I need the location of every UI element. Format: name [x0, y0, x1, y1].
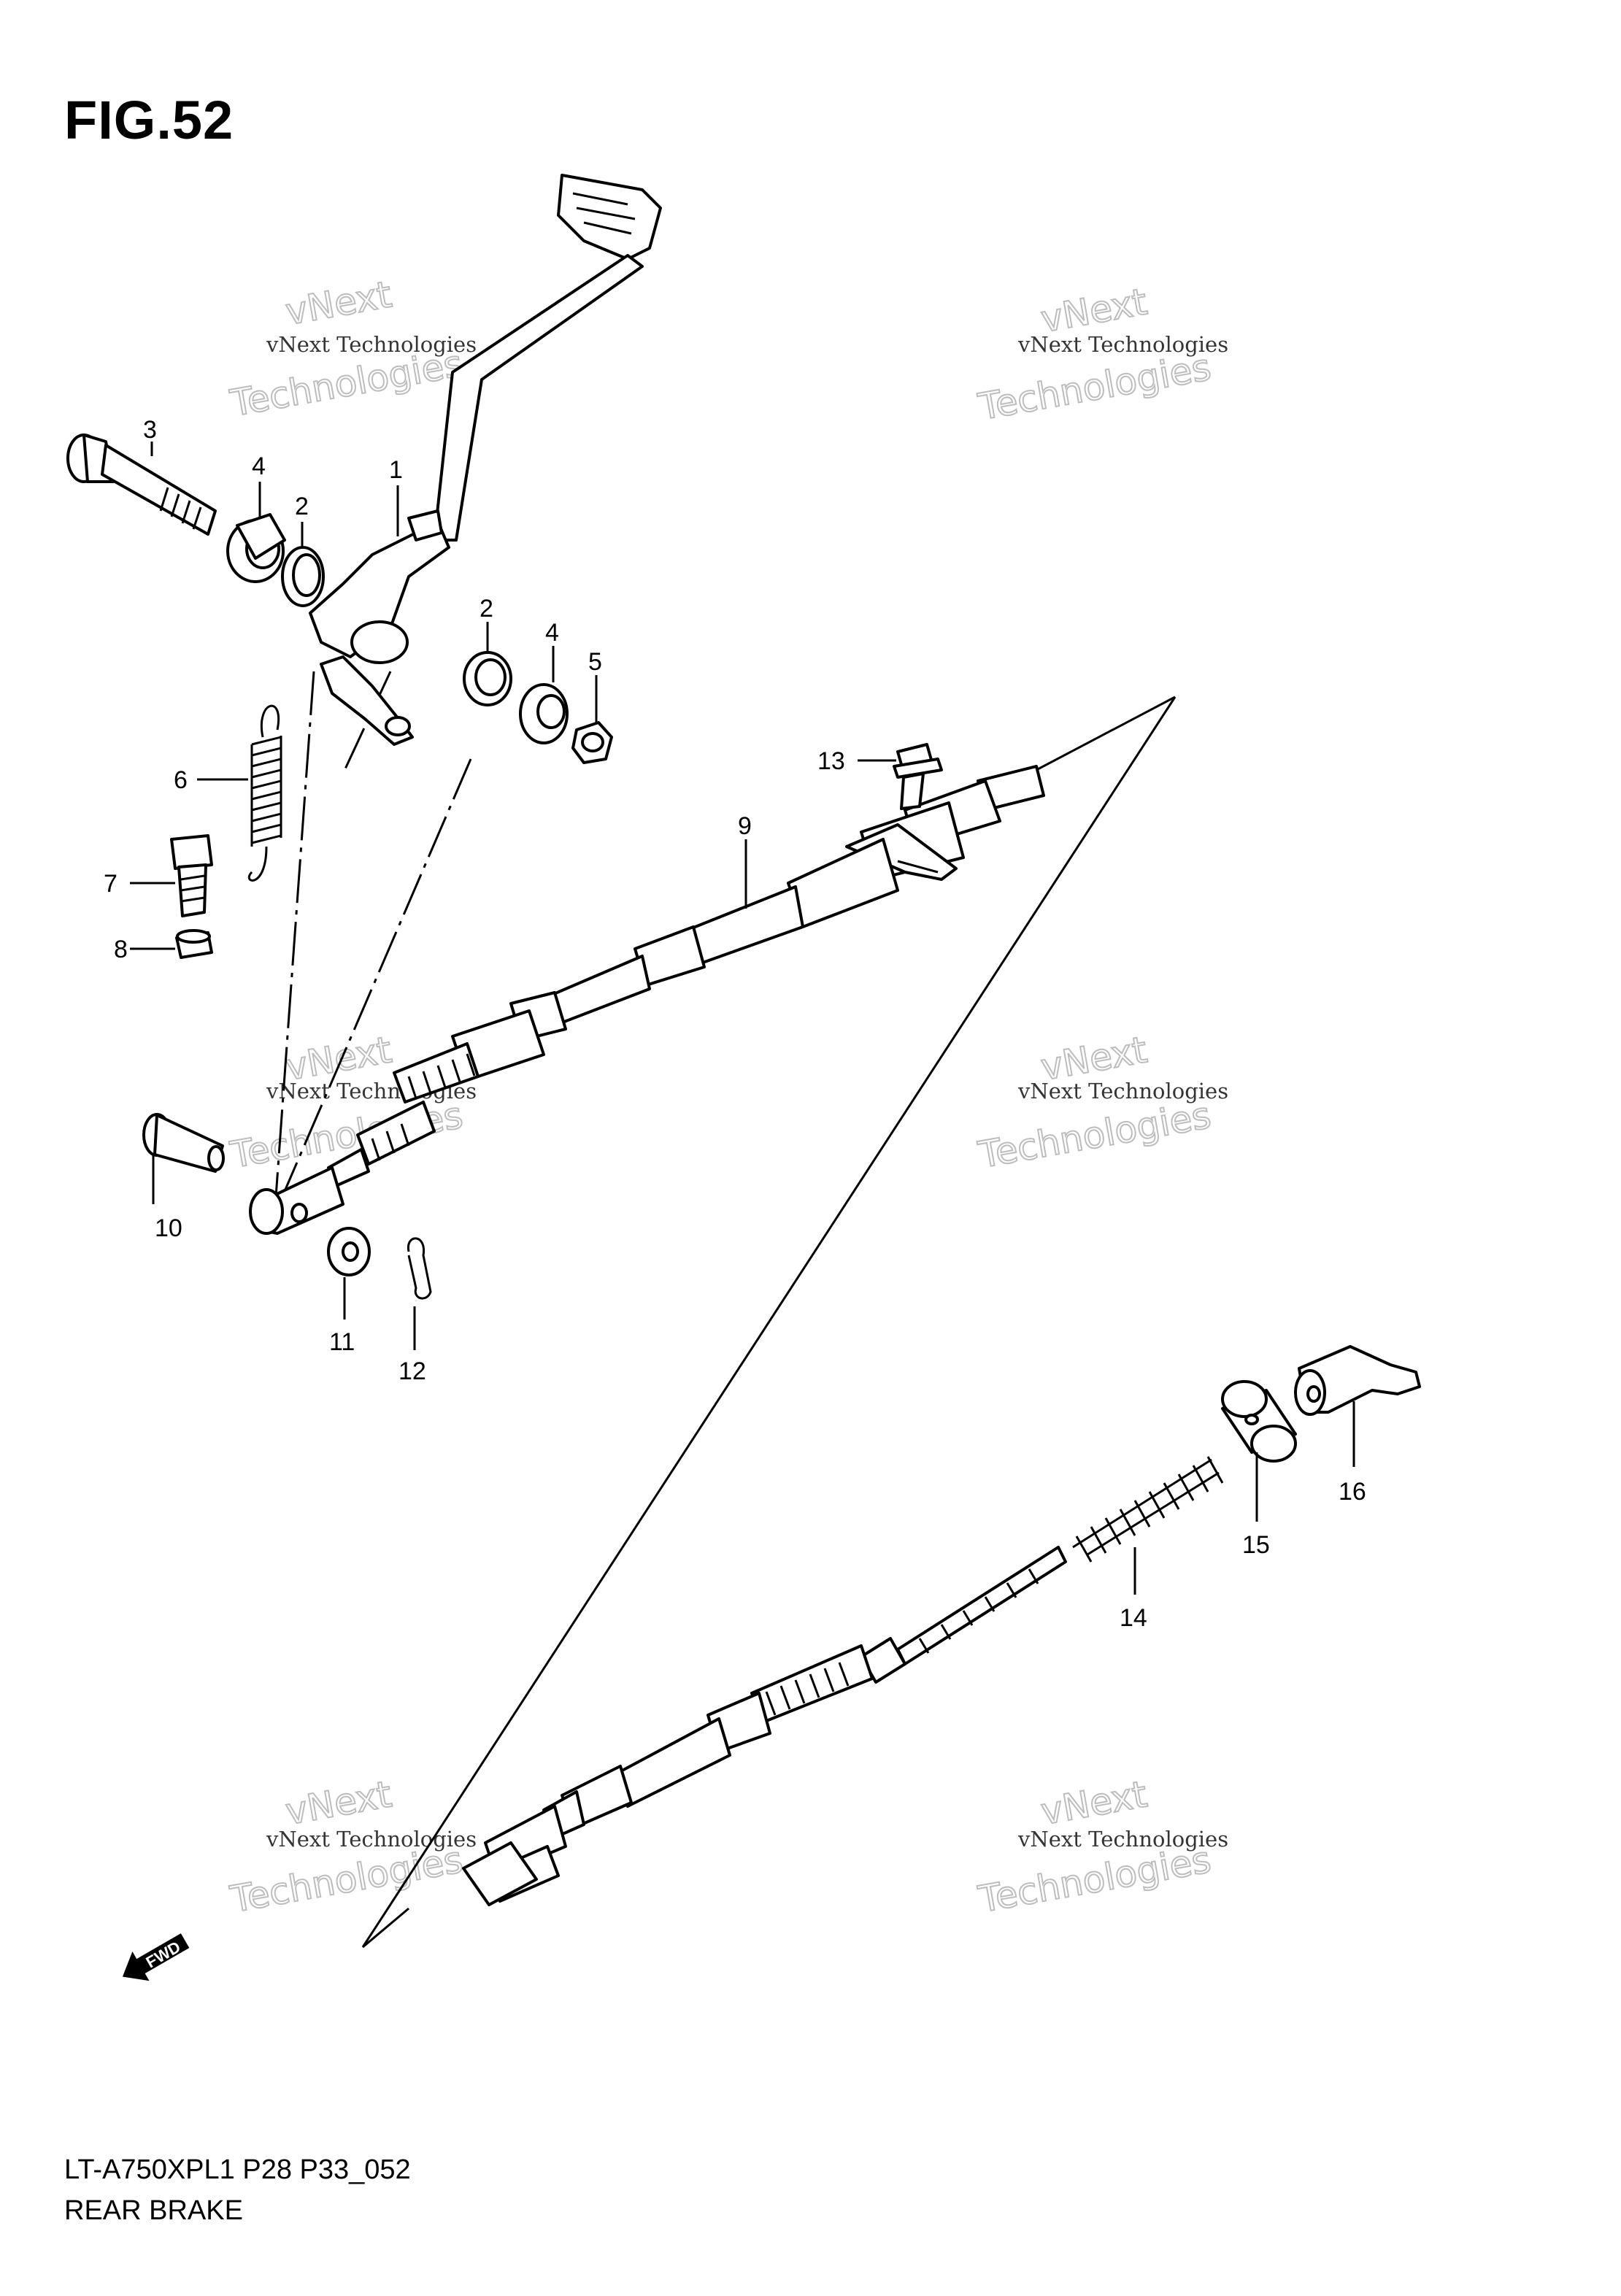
watermark-bottom-left: vNext Technologies vNext Technologies [226, 1772, 477, 1922]
callout-9: 9 [738, 812, 752, 840]
cylinder-part-15 [1221, 1380, 1297, 1463]
svg-text:vNext Technologies: vNext Technologies [1017, 332, 1228, 357]
diagram-code: LT-A750XPL1 P28 P33_052 [64, 2154, 411, 2185]
assembly-boundary-lines [274, 671, 1177, 1949]
callout-16: 16 [1339, 1478, 1366, 1506]
callout-14: 14 [1120, 1604, 1147, 1632]
bushing-part-4b [519, 683, 569, 744]
callout-1: 1 [389, 456, 403, 484]
svg-text:vNext: vNext [282, 1773, 395, 1833]
svg-text:vNext Technologies: vNext Technologies [1017, 1827, 1228, 1852]
figure-title: FIG.52 [64, 90, 234, 150]
bushing-part-4a [226, 513, 286, 583]
callout-2b: 2 [480, 595, 493, 623]
forward-arrow-icon: FWD [122, 1933, 190, 1981]
callout-5: 5 [588, 648, 602, 676]
nut-part-5 [571, 721, 613, 764]
svg-text:vNext: vNext [1038, 1773, 1150, 1833]
callout-6: 6 [174, 766, 188, 794]
callout-12: 12 [398, 1357, 426, 1385]
svg-text:Technologies: Technologies [975, 346, 1214, 428]
brake-cable-part-9 [249, 765, 1045, 1235]
svg-text:vNext Technologies: vNext Technologies [266, 1827, 477, 1852]
washer-part-11 [327, 1227, 371, 1276]
svg-text:vNext Technologies: vNext Technologies [1017, 1079, 1228, 1103]
callout-8: 8 [114, 936, 128, 963]
clevis-pin-part-10 [142, 1113, 225, 1173]
cotter-pin-part-12 [407, 1237, 432, 1300]
watermark-mid-right: vNext Technologies vNext Technologies [974, 1028, 1228, 1177]
watermark-top-right: vNext Technologies vNext Technologies [974, 280, 1228, 429]
callout-2a: 2 [295, 493, 309, 520]
watermark-top-left: vNext Technologies vNext Technologies [226, 272, 477, 425]
callout-labels: 1 2 2 3 4 4 5 6 7 8 9 10 11 12 13 14 15 … [104, 416, 1366, 1632]
seal-part-2a [281, 546, 325, 607]
bolt-part-13 [893, 743, 943, 810]
brake-pedal-part-1 [309, 174, 662, 746]
nut-part-8 [175, 929, 213, 959]
leader-lines [130, 442, 1355, 1595]
callout-13: 13 [817, 747, 845, 775]
watermark-bottom-right: vNext Technologies vNext Technologies [974, 1772, 1228, 1922]
callout-4b: 4 [545, 619, 559, 647]
brake-lever-part-16 [1294, 1345, 1421, 1416]
spring-part-14 [1072, 1456, 1224, 1563]
lower-brake-cable [462, 1546, 1067, 1906]
bolt-part-7 [170, 834, 213, 917]
return-spring-part-6 [247, 704, 282, 882]
callout-10: 10 [155, 1214, 182, 1242]
pivot-bolt-part-3 [66, 434, 217, 536]
svg-text:Technologies: Technologies [975, 1094, 1214, 1176]
svg-text:vNext Technologies: vNext Technologies [266, 332, 477, 357]
callout-15: 15 [1242, 1531, 1270, 1559]
seal-part-2b [463, 651, 512, 706]
diagram-name: REAR BRAKE [64, 2195, 243, 2226]
callout-4a: 4 [252, 452, 266, 480]
callout-11: 11 [329, 1328, 355, 1356]
callout-7: 7 [104, 870, 118, 898]
callout-3: 3 [143, 416, 157, 444]
svg-text:vNext: vNext [282, 273, 395, 333]
